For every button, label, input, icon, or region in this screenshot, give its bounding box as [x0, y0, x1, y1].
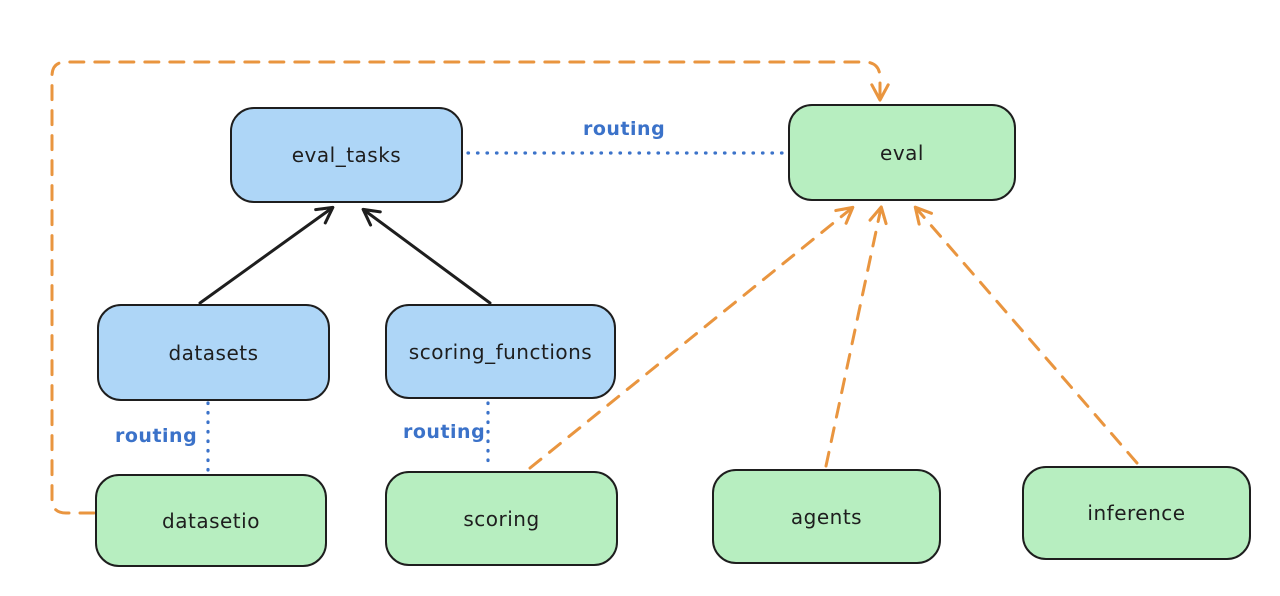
node-eval: eval [788, 104, 1016, 201]
node-datasets: datasets [97, 304, 330, 401]
node-inference-label: inference [1087, 501, 1186, 525]
node-scoring-functions-label: scoring_functions [408, 339, 593, 364]
node-scoring-functions: scoring_functions [385, 304, 616, 399]
node-agents-label: agents [790, 504, 863, 529]
edge-label-routing-scoring-functions-scoring: routing [403, 421, 486, 443]
edge-scoring-to-eval [528, 205, 855, 470]
edge-label-routing-eval-tasks-eval: routing [583, 118, 666, 140]
edge-agents-to-eval [824, 205, 888, 468]
node-agents: agents [712, 469, 941, 564]
edge-datasetio-to-eval [50, 60, 890, 515]
edge-label-routing-datasets-datasetio: routing [115, 425, 198, 447]
node-scoring: scoring [385, 471, 618, 566]
node-eval-tasks-label: eval_tasks [291, 143, 402, 167]
edge-datasets-to-eval-tasks [198, 205, 335, 305]
edge-inference-to-eval [913, 205, 1139, 465]
node-datasets-label: datasets [168, 340, 259, 365]
node-scoring-label: scoring [463, 506, 540, 531]
node-inference: inference [1022, 466, 1251, 560]
edge-scoring-functions-to-eval-tasks [361, 207, 492, 305]
node-eval-label: eval [880, 140, 924, 165]
node-eval-tasks: eval_tasks [230, 107, 463, 203]
node-datasetio-label: datasetio [162, 508, 260, 533]
node-datasetio: datasetio [95, 474, 327, 567]
